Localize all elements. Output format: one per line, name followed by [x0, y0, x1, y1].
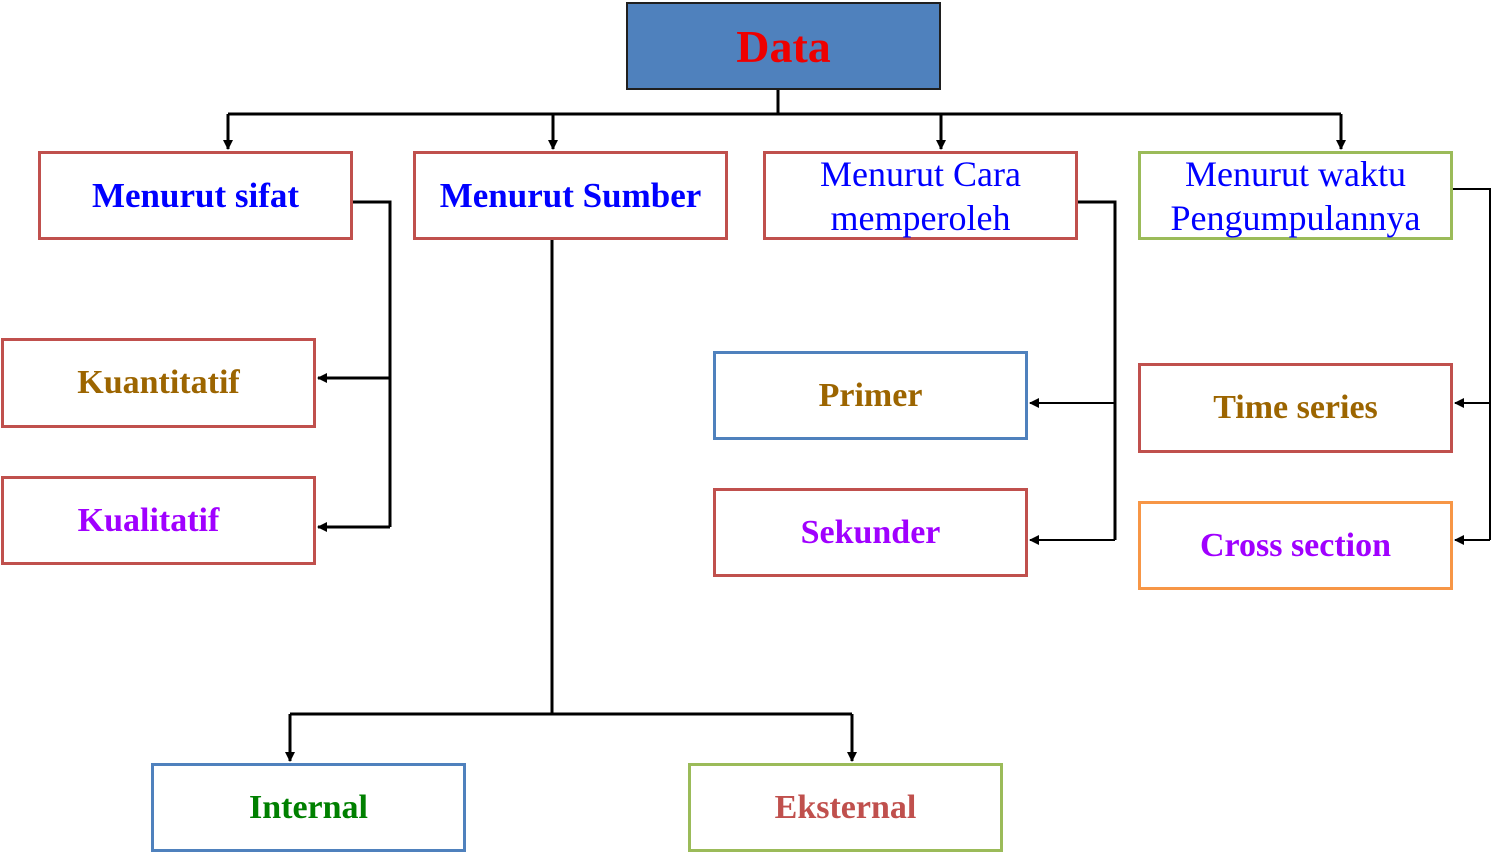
leaf-label-time-series: Time series: [1213, 389, 1378, 426]
leaf-node-cross-section: Cross section: [1138, 501, 1453, 590]
leaf-node-sekunder: Sekunder: [713, 488, 1028, 577]
category-node-sumber: Menurut Sumber: [413, 151, 728, 240]
root-node-label: Data: [736, 20, 831, 72]
root-node-data: Data: [626, 2, 941, 90]
leaf-label-kualitatif: Kualitatif: [77, 501, 220, 539]
leaf-node-primer: Primer: [713, 351, 1028, 440]
leaf-label-sekunder: Sekunder: [800, 513, 941, 551]
connector-cara-trunk: [1078, 200, 1117, 540]
leaf-node-internal: Internal: [151, 763, 466, 852]
leaf-node-kualitatif: Kualitatif: [1, 476, 316, 565]
leaf-label-cross-section: Cross section: [1199, 526, 1392, 564]
category-node-sifat: Menurut sifat: [38, 151, 353, 240]
category-label-cara-line1: Menurut Cara: [820, 153, 1021, 194]
category-label-sumber: Menurut Sumber: [439, 175, 702, 215]
category-label-cara-line2: memperoleh: [830, 197, 1011, 238]
category-node-waktu: Menurut waktu Pengumpulannya: [1138, 151, 1453, 240]
leaf-node-eksternal: Eksternal: [688, 763, 1003, 852]
category-label-sifat: Menurut sifat: [91, 175, 300, 215]
leaf-label-internal: Internal: [249, 788, 368, 826]
connector-waktu-trunk: [1453, 188, 1491, 540]
leaf-label-kuantitatif: Kuantitatif: [77, 364, 240, 401]
category-node-cara: Menurut Cara memperoleh: [763, 151, 1078, 240]
leaf-label-eksternal: Eksternal: [774, 788, 917, 826]
leaf-label-primer: Primer: [818, 376, 923, 414]
category-label-waktu-line2: Pengumpulannya: [1170, 197, 1421, 238]
leaf-node-kuantitatif: Kuantitatif: [1, 338, 316, 428]
connector-sifat-trunk: [353, 200, 392, 527]
category-label-waktu-line1: Menurut waktu: [1185, 153, 1406, 194]
leaf-node-time-series: Time series: [1138, 363, 1453, 453]
